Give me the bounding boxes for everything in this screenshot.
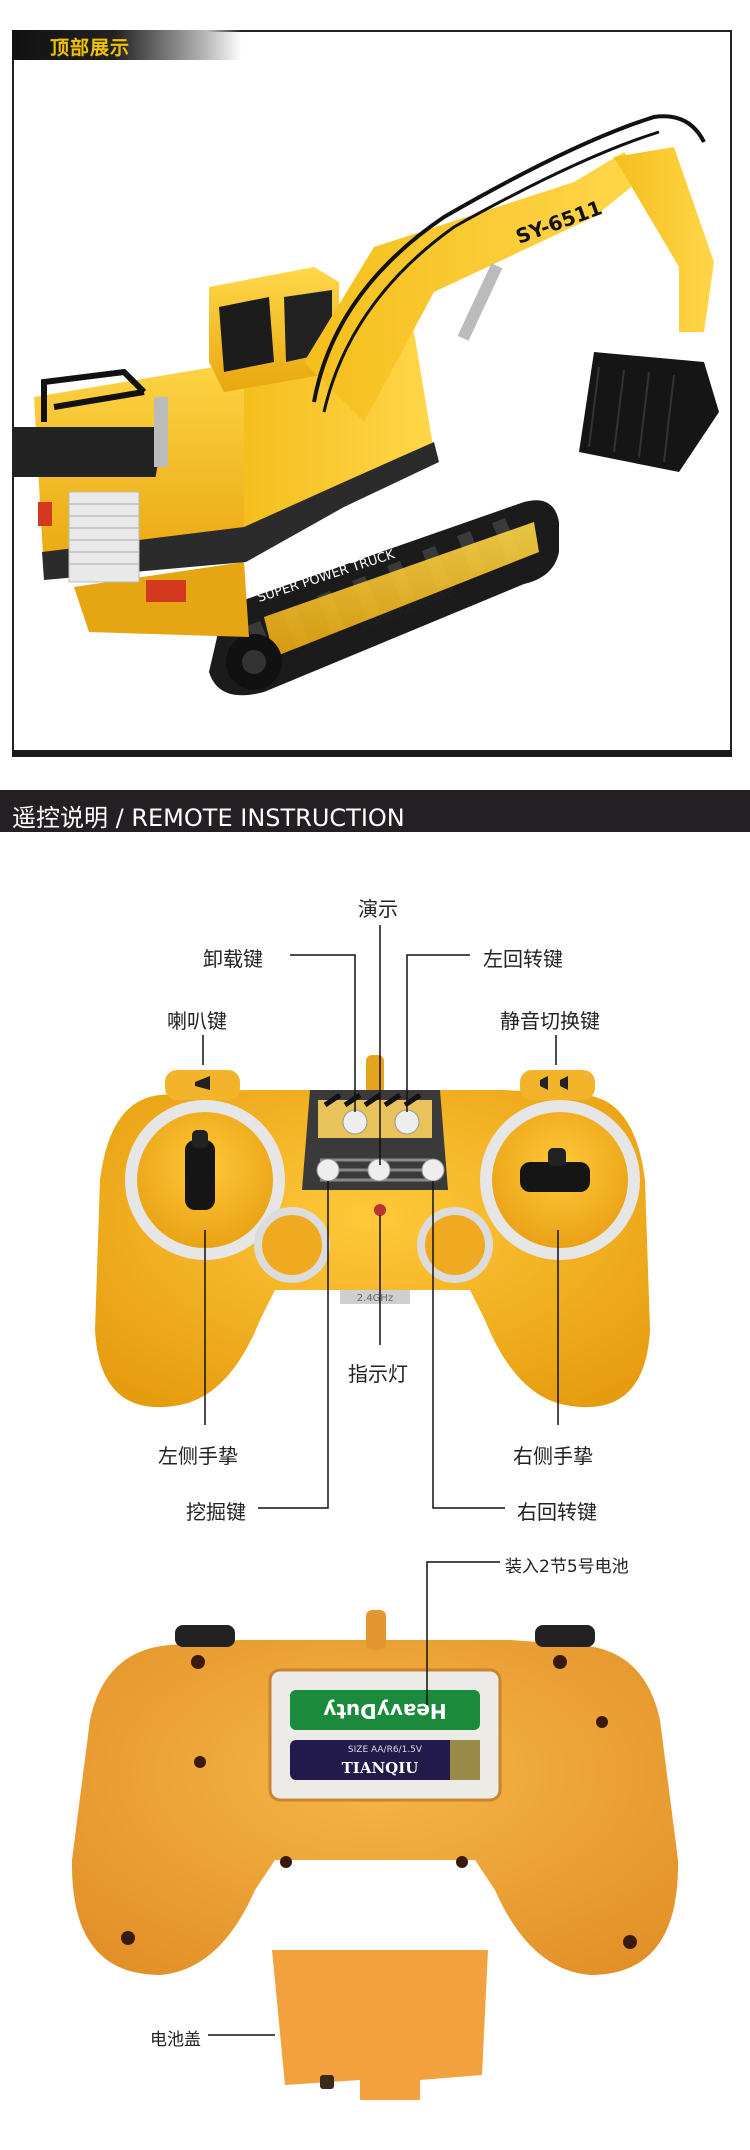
label-right-stick: 右侧手挚 bbox=[513, 1444, 593, 1468]
mute-toggle-icon bbox=[540, 1076, 568, 1090]
right-trim-knob bbox=[425, 1215, 485, 1275]
track-frame bbox=[264, 522, 539, 657]
label-left-stick: 左侧手挚 bbox=[158, 1444, 238, 1468]
back-left-shoulder bbox=[175, 1625, 235, 1647]
roof-rack bbox=[41, 368, 147, 422]
battery-1 bbox=[290, 1690, 480, 1730]
remote-instruction-header: 遥控说明 / REMOTE INSTRUCTION bbox=[0, 790, 750, 832]
battery-size-label: SIZE AA/R6/1.5V bbox=[348, 1745, 423, 1755]
frequency-label: 2.4GHz bbox=[357, 1293, 393, 1304]
left-trim-knob bbox=[262, 1215, 322, 1275]
hydraulic-hose bbox=[312, 114, 706, 403]
battery-cover bbox=[272, 1950, 488, 2100]
product-photo-frame: SY-6511 SUPER POWER TRUCK CHALLENGER SY-… bbox=[12, 30, 732, 757]
exhaust-pipe bbox=[154, 397, 168, 467]
back-right-shoulder bbox=[535, 1625, 595, 1647]
screw-holes bbox=[121, 1655, 637, 1949]
battery-2 bbox=[290, 1740, 480, 1780]
frequency-plate bbox=[340, 1290, 410, 1304]
engine-vent bbox=[68, 491, 140, 583]
left-joystick bbox=[185, 1140, 215, 1210]
right-shoulder bbox=[520, 1070, 595, 1100]
label-battery-cover: 电池盖 bbox=[150, 2030, 201, 2050]
excavator-arm bbox=[614, 147, 714, 332]
back-antenna bbox=[366, 1610, 386, 1650]
rear-light-right bbox=[146, 580, 186, 602]
label-dig: 挖掘键 bbox=[186, 1500, 246, 1524]
photo-bottom-bar bbox=[12, 750, 732, 757]
label-right-rotate: 右回转键 bbox=[517, 1500, 597, 1524]
remote-title-cn: 遥控说明 bbox=[12, 804, 108, 832]
indicator-light bbox=[374, 1204, 386, 1216]
top-section-header: 顶部展示 bbox=[12, 30, 242, 60]
remote-title-en: / REMOTE INSTRUCTION bbox=[108, 804, 405, 832]
excavator-boom bbox=[304, 152, 644, 422]
label-indicator: 指示灯 bbox=[348, 1362, 408, 1386]
label-horn: 喇叭键 bbox=[167, 1009, 227, 1033]
hydraulic-piston bbox=[457, 263, 503, 341]
horn-icon bbox=[195, 1076, 210, 1090]
label-install-batteries: 装入2节5号电池 bbox=[505, 1557, 629, 1577]
right-joystick bbox=[520, 1162, 590, 1192]
battery-2-brand: TIANQIU bbox=[342, 1759, 419, 1777]
label-mute-toggle: 静音切换键 bbox=[500, 1009, 600, 1033]
callout-lines bbox=[202, 925, 559, 1509]
cab-window bbox=[219, 297, 274, 372]
label-unload: 卸载键 bbox=[203, 947, 263, 971]
excavator-illustration: SY-6511 SUPER POWER TRUCK CHALLENGER SY-… bbox=[14, 114, 719, 696]
battery-callout-lines bbox=[208, 1561, 500, 2036]
label-demo: 演示 bbox=[358, 897, 398, 921]
battery-1-brand: HeavyDuty bbox=[323, 1699, 446, 1723]
top-section-title: 顶部展示 bbox=[50, 37, 131, 59]
body-stripe bbox=[42, 442, 439, 580]
remote-back-body bbox=[71, 1640, 679, 1975]
rear-light-left bbox=[38, 502, 52, 526]
battery-compartment bbox=[268, 1668, 502, 1802]
label-left-rotate: 左回转键 bbox=[483, 947, 563, 971]
demo-button[interactable] bbox=[367, 1158, 391, 1182]
excavator-bucket bbox=[579, 352, 719, 472]
